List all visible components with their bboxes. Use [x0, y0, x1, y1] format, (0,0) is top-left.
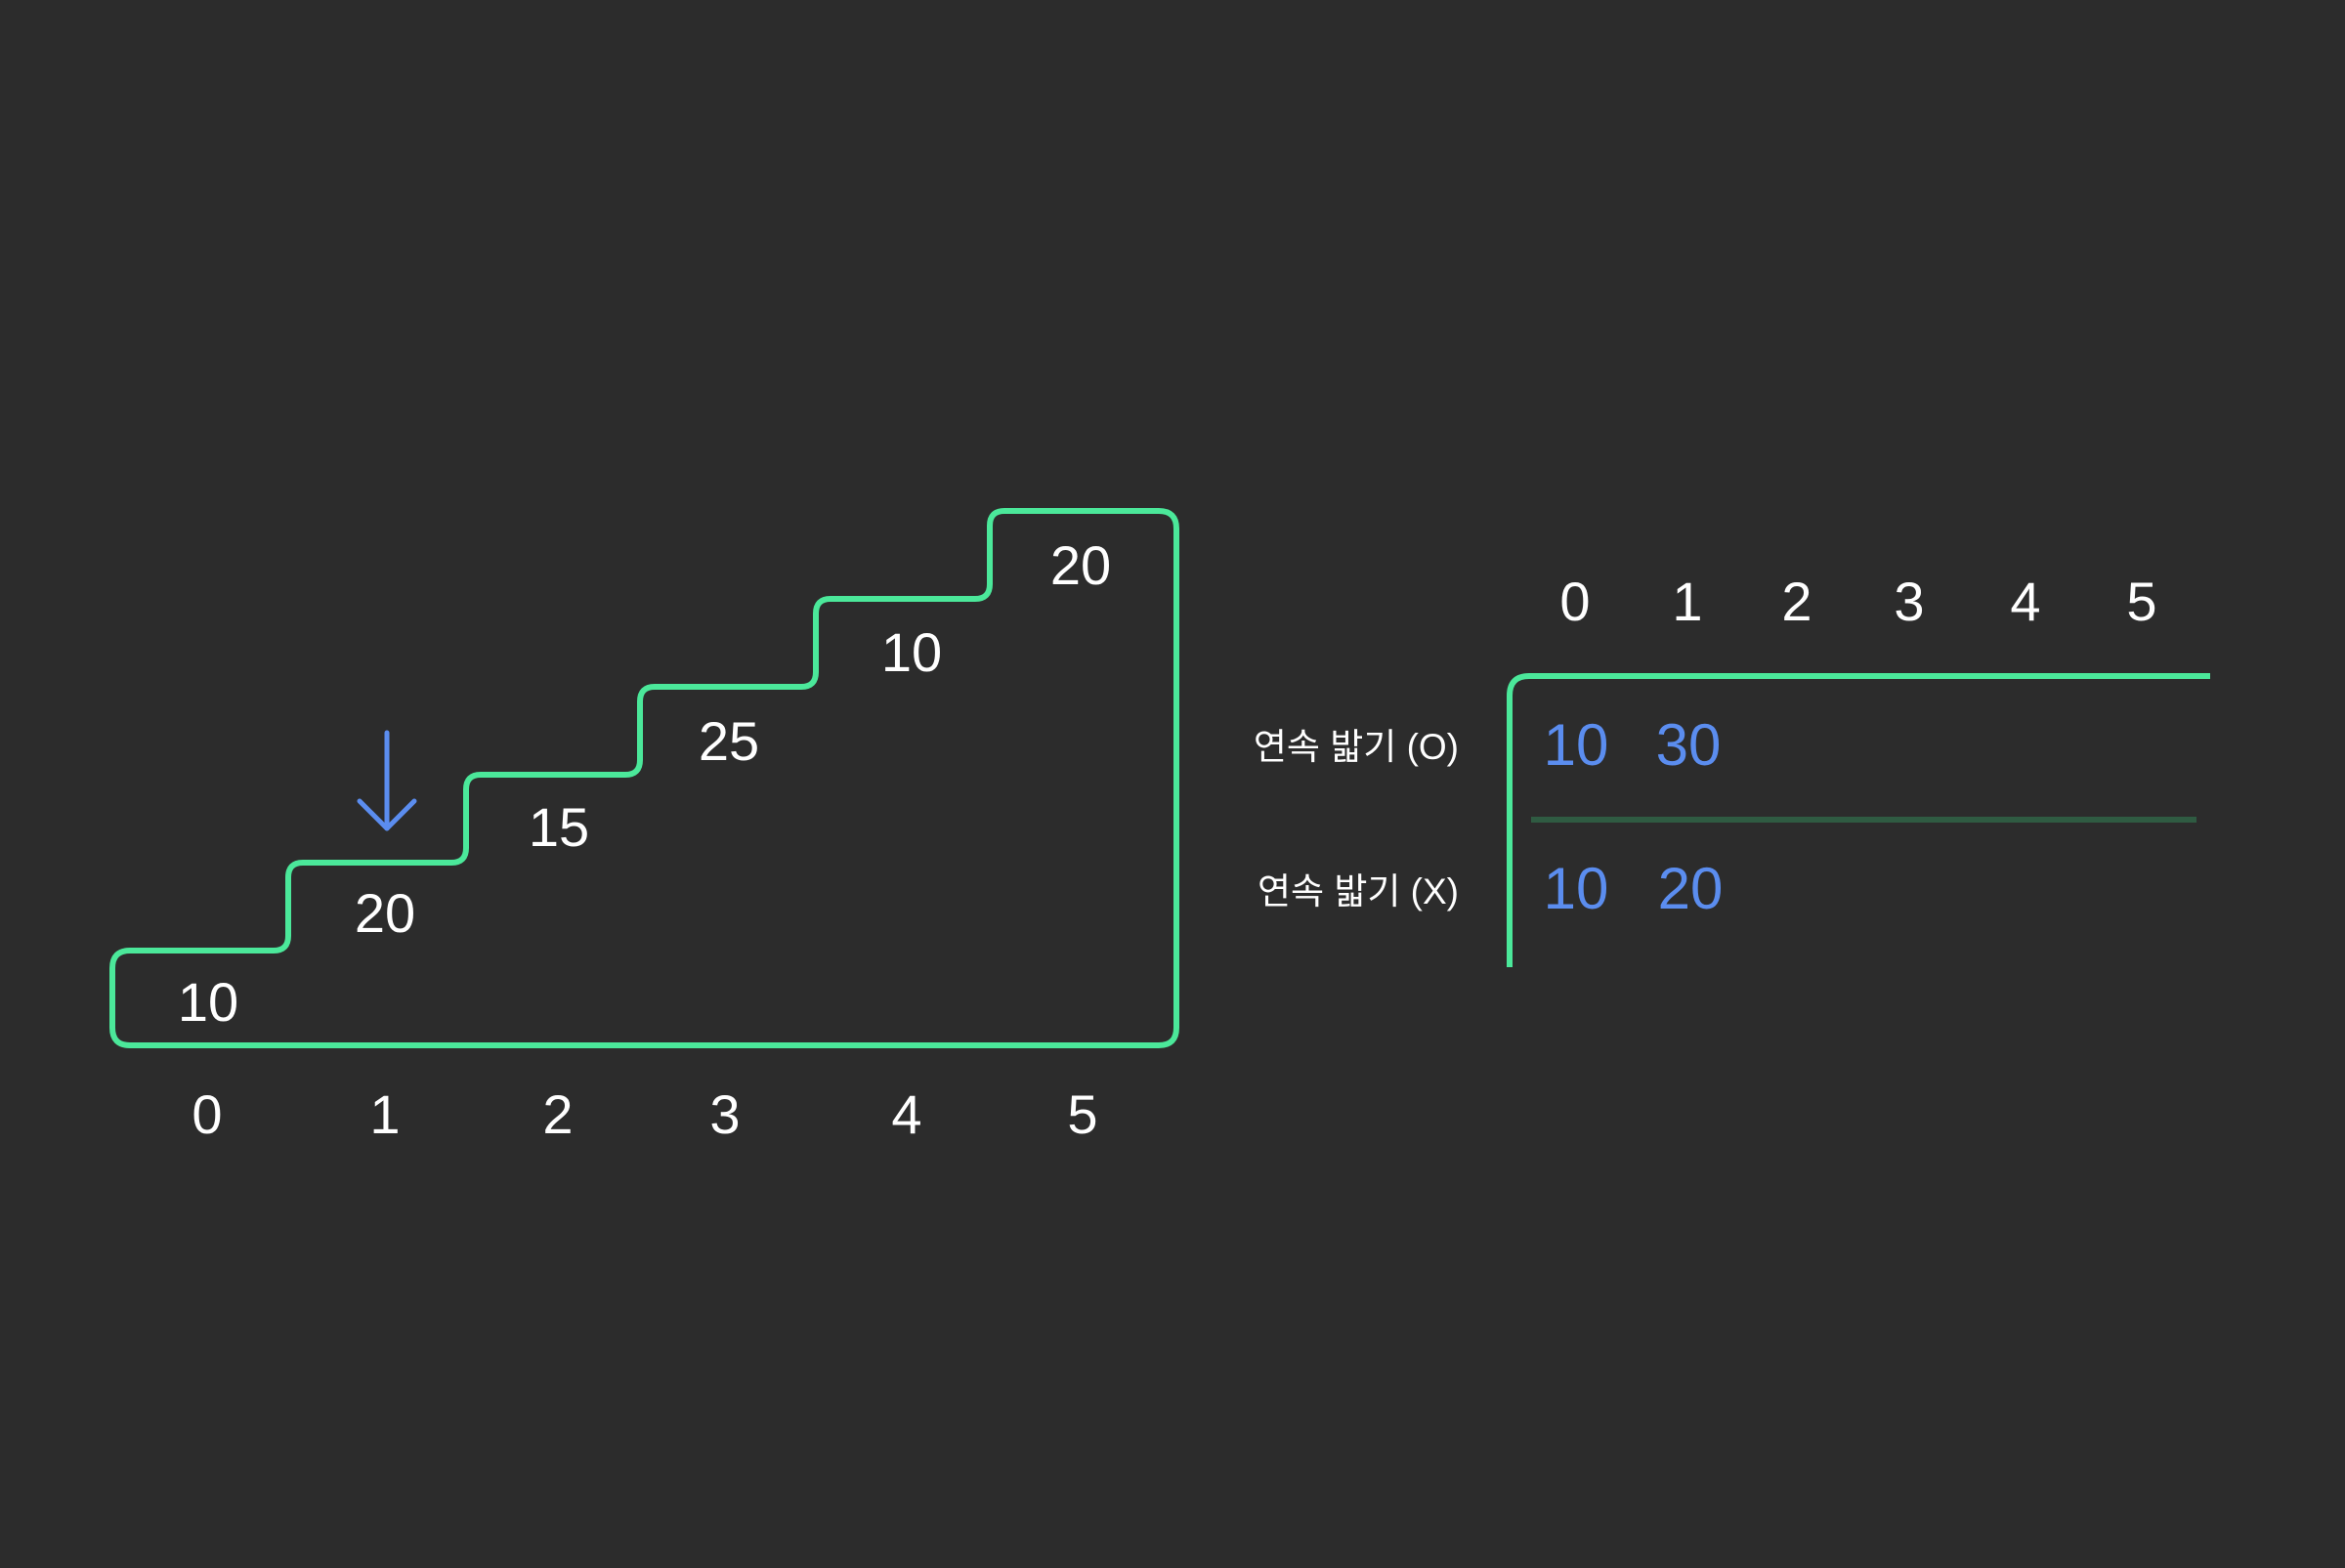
step-value: 25 [699, 710, 759, 772]
dp-column-header: 5 [2126, 571, 2156, 632]
step-index-labels: 0 1 2 3 4 5 [192, 1083, 1097, 1145]
dp-row-values: 10 30 10 20 [1544, 712, 1724, 921]
step-index: 1 [369, 1083, 400, 1145]
step-value: 20 [355, 882, 415, 944]
staircase-outline [109, 508, 1179, 1048]
dp-row-label-non-consecutive: 연속 밟기 (X) [1258, 871, 1459, 911]
step-index: 0 [192, 1083, 222, 1145]
step-index: 2 [542, 1083, 573, 1145]
step-index: 4 [891, 1083, 921, 1145]
dp-column-header: 4 [2010, 571, 2040, 632]
step-index: 5 [1067, 1083, 1097, 1145]
dp-column-headers: 0 1 2 3 4 5 [1559, 571, 2156, 632]
dp-row-label-consecutive: 연속 밟기 (O) [1254, 727, 1459, 767]
dp-cell: 10 [1544, 856, 1609, 921]
step-values: 10 20 15 25 10 20 [178, 534, 1111, 1033]
step-index: 3 [709, 1083, 740, 1145]
dp-column-header: 3 [1894, 571, 1924, 632]
dp-column-header: 2 [1781, 571, 1812, 632]
step-value: 10 [178, 971, 238, 1033]
step-value: 15 [529, 796, 589, 858]
dp-column-header: 1 [1672, 571, 1702, 632]
step-value: 20 [1050, 534, 1111, 596]
dp-row-labels: 연속 밟기 (O) 연속 밟기 (X) [1254, 727, 1459, 911]
dp-cell: 20 [1658, 856, 1724, 921]
dp-table: 0 1 2 3 4 5 연속 밟기 (O) 연속 밟기 (X) 10 30 10… [1254, 571, 2210, 967]
dp-cell: 10 [1544, 712, 1609, 778]
dp-column-header: 0 [1559, 571, 1590, 632]
step-value: 10 [881, 621, 942, 683]
arrow-down-icon [357, 730, 417, 831]
dp-table-frame [1507, 673, 2210, 967]
dp-cell: 30 [1656, 712, 1722, 778]
